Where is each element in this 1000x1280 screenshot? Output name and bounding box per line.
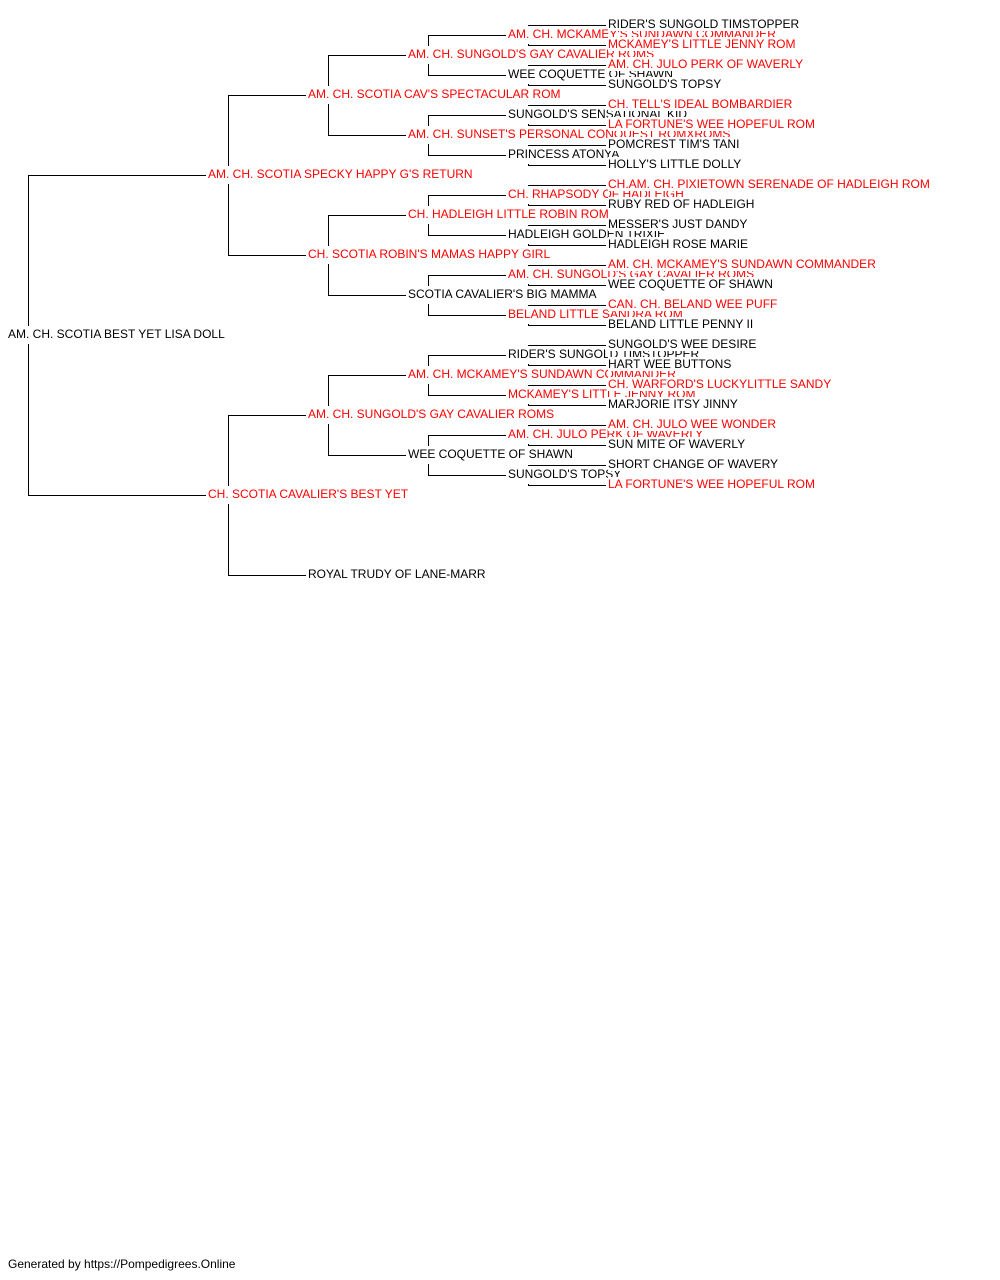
ancestor-sire-dam-dam: SCOTIA CAVALIER'S BIG MAMMA xyxy=(408,287,599,301)
ancestor-sire-sire-sire-dam-dam: SUNGOLD'S TOPSY xyxy=(608,77,724,91)
generated-by-footer: Generated by https://Pompedigrees.Online xyxy=(8,1257,236,1271)
ancestor-sire-dam-dam-sire-dam: WEE COQUETTE OF SHAWN xyxy=(608,277,775,291)
ancestor-dam-sire-dam-dam-sire: SHORT CHANGE OF WAVERY xyxy=(608,457,781,471)
ancestor-sire-dam-dam-sire-sire: AM. CH. MCKAMEY'S SUNDAWN COMMANDER xyxy=(608,257,878,271)
ancestor-dam-sire-sire-dam-dam: MARJORIE ITSY JINNY xyxy=(608,397,740,411)
ancestor-dam-sire-dam-dam: SUNGOLD'S TOPSY xyxy=(508,467,624,481)
ancestor-dam-dam: ROYAL TRUDY OF LANE-MARR xyxy=(308,567,488,581)
ancestor-dam-sire-dam-dam-dam: LA FORTUNE'S WEE HOPEFUL ROM xyxy=(608,477,817,491)
ancestor-sire-sire-sire-sire-sire: RIDER'S SUNGOLD TIMSTOPPER xyxy=(608,17,802,31)
ancestor-sire-dam-sire: CH. HADLEIGH LITTLE ROBIN ROM xyxy=(408,207,611,221)
ancestor-dam-sire-sire-dam-sire: CH. WARFORD'S LUCKYLITTLE SANDY xyxy=(608,377,834,391)
ancestor-sire-dam-sire-sire-dam: RUBY RED OF HADLEIGH xyxy=(608,197,757,211)
ancestor-sire-dam-sire-sire-sire: CH.AM. CH. PIXIETOWN SERENADE OF HADLEIG… xyxy=(608,177,932,191)
ancestor-sire-dam-dam-dam-dam: BELAND LITTLE PENNY II xyxy=(608,317,756,331)
ancestor-dam-sire-dam-sire-dam: SUN MITE OF WAVERLY xyxy=(608,437,748,451)
ancestor-sire-sire-sire: AM. CH. SUNGOLD'S GAY CAVALIER ROMS xyxy=(408,47,657,61)
ancestor-dam-sire-dam: WEE COQUETTE OF SHAWN xyxy=(408,447,575,461)
ancestor-sire-sire: AM. CH. SCOTIA CAV'S SPECTACULAR ROM xyxy=(308,87,563,101)
ancestor-dam-sire-sire-sire-dam: HART WEE BUTTONS xyxy=(608,357,734,371)
ancestor-sire-sire-sire-sire-dam: MCKAMEY'S LITTLE JENNY ROM xyxy=(608,37,798,51)
ancestor-dam-sire-sire-sire-sire: SUNGOLD'S WEE DESIRE xyxy=(608,337,759,351)
ancestor-sire-dam-dam-dam-sire: CAN. CH. BELAND WEE PUFF xyxy=(608,297,780,311)
ancestor-sire-dam: CH. SCOTIA ROBIN'S MAMAS HAPPY GIRL xyxy=(308,247,553,261)
ancestor-sire: AM. CH. SCOTIA SPECKY HAPPY G'S RETURN xyxy=(208,167,475,181)
ancestor-dam: CH. SCOTIA CAVALIER'S BEST YET xyxy=(208,487,411,501)
ancestor-sire-dam-sire-dam-sire: MESSER'S JUST DANDY xyxy=(608,217,750,231)
ancestor-sire-sire-dam-sire-dam: LA FORTUNE'S WEE HOPEFUL ROM xyxy=(608,117,817,131)
ancestor-dam-sire: AM. CH. SUNGOLD'S GAY CAVALIER ROMS xyxy=(308,407,557,421)
ancestor-sire-sire-dam-dam: PRINCESS ATONYA xyxy=(508,147,622,161)
ancestor-sire-sire-dam-sire-sire: CH. TELL'S IDEAL BOMBARDIER xyxy=(608,97,795,111)
ancestor-sire-dam-sire-dam-dam: HADLEIGH ROSE MARIE xyxy=(608,237,751,251)
subject-name: AM. CH. SCOTIA BEST YET LISA DOLL xyxy=(8,327,227,341)
ancestor-sire-sire-dam-dam-dam: HOLLY'S LITTLE DOLLY xyxy=(608,157,744,171)
ancestor-sire-sire-sire-dam-sire: AM. CH. JULO PERK OF WAVERLY xyxy=(608,57,806,71)
ancestor-dam-sire-dam-sire-sire: AM. CH. JULO WEE WONDER xyxy=(608,417,779,431)
ancestor-sire-sire-dam-dam-sire: POMCREST TIM'S TANI xyxy=(608,137,742,151)
